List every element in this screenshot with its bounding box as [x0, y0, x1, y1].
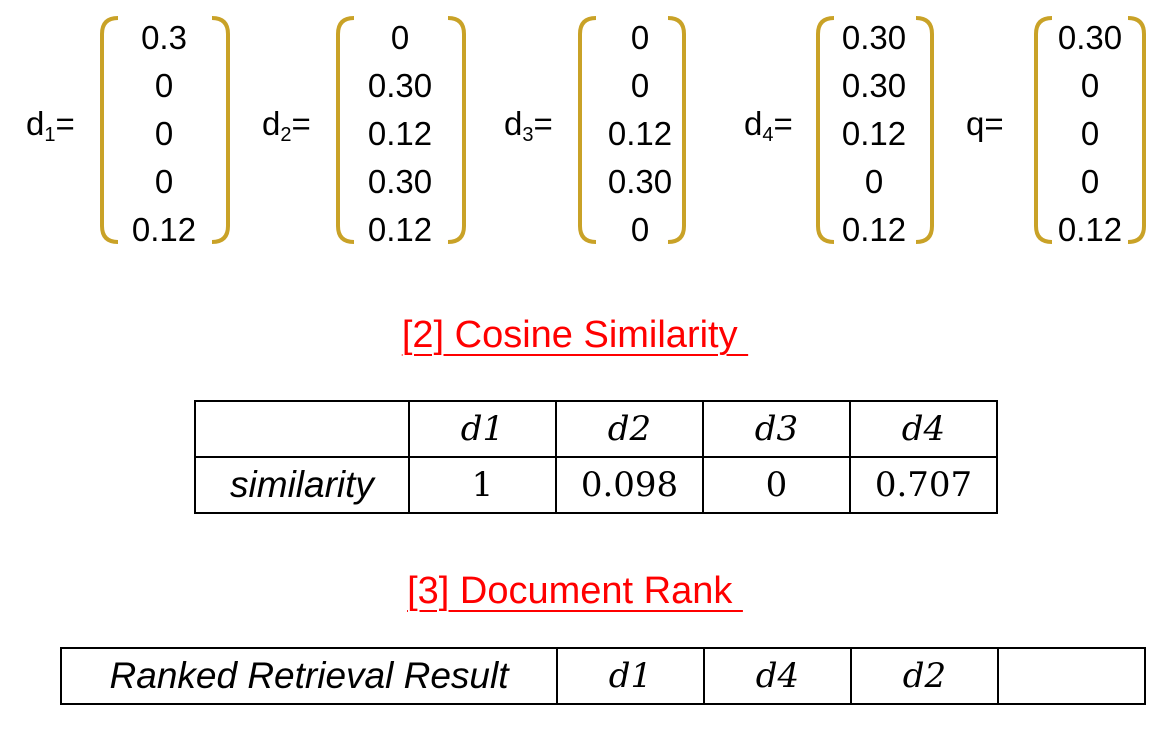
right-bracket — [667, 16, 686, 244]
vector-subscript: 2 — [280, 124, 292, 146]
vector-d2: d2= 0 0.30 0.12 0.30 0.12 — [262, 14, 502, 248]
vector-value: 0 — [390, 19, 410, 56]
vector-q: q= 0.30 0 0 0 0.12 — [966, 14, 1150, 248]
right-bracket — [211, 16, 230, 244]
left-bracket — [100, 16, 119, 244]
vector-subscript: 4 — [762, 124, 774, 146]
vector-label: q= — [966, 105, 1004, 147]
similarity-table: d1 d2 d3 d4 similarity 1 0.098 0 0.707 — [194, 400, 998, 514]
equals-sign: = — [984, 105, 1004, 142]
vector-value: 0 — [1080, 115, 1100, 152]
right-bracket — [915, 16, 934, 244]
row-label: similarity — [194, 456, 410, 514]
vector-value: 0.12 — [841, 115, 907, 152]
table-cell: 0 — [702, 456, 851, 514]
equals-sign: = — [773, 105, 793, 142]
table-cell: 0.098 — [555, 456, 704, 514]
vector-d3: d3= 0 0 0.12 0.30 0 — [504, 14, 744, 248]
vector-label: d4= — [744, 105, 793, 147]
table-cell: d1 — [556, 647, 705, 705]
vector-value: 0 — [154, 67, 174, 104]
vector-value: 0.30 — [607, 163, 673, 200]
vector-value: 0 — [1080, 163, 1100, 200]
equals-sign: = — [291, 105, 311, 142]
right-bracket — [1127, 16, 1146, 244]
equals-sign: = — [533, 105, 553, 142]
vector-label: d1= — [26, 105, 75, 147]
vector-value: 0.30 — [367, 163, 433, 200]
table-corner-cell — [194, 400, 410, 458]
equals-sign: = — [55, 105, 75, 142]
table-cell: 1 — [408, 456, 557, 514]
vector-value: 0.30 — [367, 67, 433, 104]
table-header-cell: d3 — [702, 400, 851, 458]
vector-value: 0.30 — [841, 19, 907, 56]
table-cell: d2 — [850, 647, 999, 705]
vector-value: 0.12 — [607, 115, 673, 152]
vector-label: d2= — [262, 105, 311, 147]
vector-subscript: 1 — [44, 124, 56, 146]
table-cell — [997, 647, 1146, 705]
left-bracket — [578, 16, 597, 244]
vector-name: d — [26, 105, 45, 142]
left-bracket — [336, 16, 355, 244]
right-bracket — [447, 16, 466, 244]
vector-value: 0 — [630, 19, 650, 56]
vector-value: 0 — [864, 163, 884, 200]
vector-value: 0.12 — [367, 115, 433, 152]
vector-subscript: 3 — [522, 124, 534, 146]
vector-value: 0.12 — [367, 211, 433, 248]
vector-name: q — [966, 105, 985, 142]
table-header-cell: d1 — [408, 400, 557, 458]
vector-value: 0 — [154, 163, 174, 200]
left-bracket — [816, 16, 835, 244]
vector-label: d3= — [504, 105, 553, 147]
vector-value: 0.30 — [841, 67, 907, 104]
document-rank-heading: [3] Document Rank — [407, 570, 743, 612]
vector-d1: d1= 0.3 0 0 0 0.12 — [26, 14, 266, 248]
table-row: Ranked Retrieval Result d1 d4 d2 — [60, 647, 1146, 705]
vector-name: d — [262, 105, 281, 142]
table-header-cell: d4 — [849, 400, 998, 458]
vector-value: 0.30 — [1057, 19, 1123, 56]
table-row: similarity 1 0.098 0 0.707 — [194, 456, 998, 514]
vector-value: 0 — [154, 115, 174, 152]
vector-name: d — [744, 105, 763, 142]
table-cell: 0.707 — [849, 456, 998, 514]
vector-value: 0 — [1080, 67, 1100, 104]
vector-value: 0.3 — [141, 19, 187, 56]
vector-value: 0.12 — [1057, 211, 1123, 248]
table-cell: d4 — [703, 647, 852, 705]
left-bracket — [1034, 16, 1053, 244]
vector-value: 0.12 — [841, 211, 907, 248]
vector-value: 0.12 — [131, 211, 197, 248]
vector-name: d — [504, 105, 523, 142]
table-header-row: d1 d2 d3 d4 — [194, 400, 998, 458]
rank-table: Ranked Retrieval Result d1 d4 d2 — [60, 647, 1146, 705]
vector-d4: d4= 0.30 0.30 0.12 0 0.12 — [744, 14, 984, 248]
table-header-cell: d2 — [555, 400, 704, 458]
row-label: Ranked Retrieval Result — [60, 647, 558, 705]
vector-value: 0 — [630, 211, 650, 248]
vector-value: 0 — [630, 67, 650, 104]
cosine-similarity-heading: [2] Cosine Similarity — [401, 314, 749, 356]
